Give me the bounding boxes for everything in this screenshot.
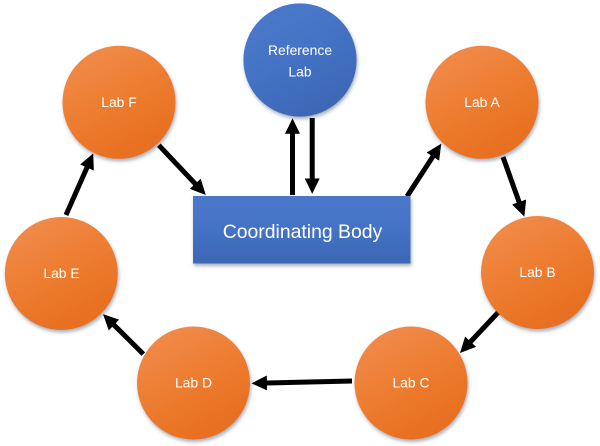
svg-text:Lab F: Lab F	[101, 94, 137, 110]
svg-text:Lab A: Lab A	[464, 94, 500, 110]
svg-text:Reference: Reference	[268, 42, 332, 58]
svg-text:Lab B: Lab B	[519, 264, 555, 280]
svg-text:Lab E: Lab E	[43, 265, 79, 281]
svg-text:Coordinating Body: Coordinating Body	[223, 221, 383, 243]
svg-text:Lab D: Lab D	[175, 375, 212, 391]
svg-text:Lab C: Lab C	[392, 375, 429, 391]
svg-text:Lab: Lab	[288, 64, 311, 80]
